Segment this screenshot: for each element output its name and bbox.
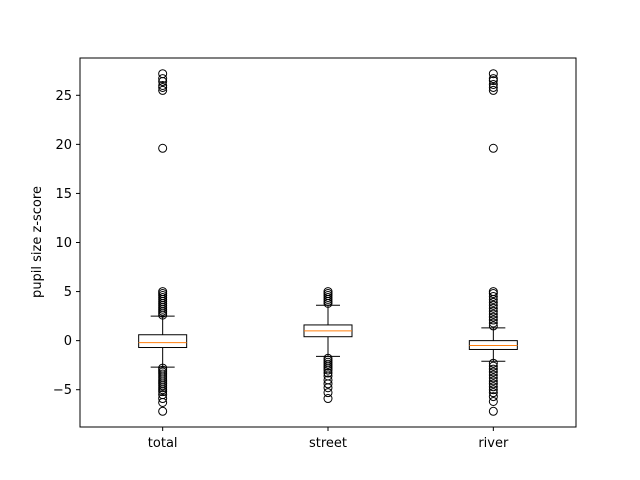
box-iqr bbox=[138, 334, 188, 349]
outlier-point bbox=[323, 368, 333, 378]
outlier-point bbox=[488, 318, 498, 328]
y-tick-label: 15 bbox=[55, 187, 72, 202]
outlier-point bbox=[488, 361, 498, 371]
outlier-point bbox=[158, 397, 168, 407]
outlier-point bbox=[488, 382, 498, 392]
outlier-point bbox=[488, 388, 498, 398]
outlier-point bbox=[488, 376, 498, 386]
outlier-point bbox=[158, 74, 168, 84]
y-tick-label: 0 bbox=[64, 334, 72, 349]
y-tick-label: 20 bbox=[55, 138, 72, 153]
y-tick-label: 25 bbox=[55, 89, 72, 104]
outlier-point bbox=[488, 406, 498, 416]
box-group-total bbox=[138, 69, 188, 416]
outlier-point bbox=[488, 385, 498, 395]
outlier-point bbox=[488, 306, 498, 316]
outlier-point bbox=[488, 143, 498, 153]
outlier-point bbox=[488, 79, 498, 89]
outlier-point bbox=[158, 80, 168, 90]
outlier-point bbox=[488, 367, 498, 377]
outlier-point bbox=[158, 387, 168, 397]
outlier-point bbox=[323, 383, 333, 393]
box-group-street bbox=[303, 287, 353, 404]
x-axis: total street river bbox=[148, 427, 509, 451]
outlier-point bbox=[488, 370, 498, 380]
outlier-point bbox=[488, 396, 498, 406]
outlier-point bbox=[323, 287, 333, 297]
outlier-point bbox=[158, 85, 168, 95]
outlier-point bbox=[488, 364, 498, 374]
x-tick-label-river: river bbox=[478, 436, 509, 451]
outlier-point bbox=[158, 394, 168, 404]
outlier-point bbox=[488, 315, 498, 325]
box-group-river bbox=[468, 69, 518, 416]
outlier-point bbox=[488, 69, 498, 79]
outlier-point bbox=[488, 291, 498, 301]
outlier-point bbox=[488, 74, 498, 84]
outlier-point bbox=[488, 321, 498, 331]
y-tick-label: −5 bbox=[53, 383, 72, 398]
x-tick-label-street: street bbox=[309, 436, 347, 451]
outlier-point bbox=[488, 379, 498, 389]
y-tick-label: 10 bbox=[55, 236, 72, 251]
outlier-point bbox=[323, 388, 333, 398]
outlier-point bbox=[158, 287, 168, 297]
x-tick-label-total: total bbox=[148, 436, 178, 451]
y-axis-label: pupil size z-score bbox=[30, 186, 45, 298]
outlier-point bbox=[158, 406, 168, 416]
outlier-point bbox=[323, 394, 333, 404]
outlier-point bbox=[323, 379, 333, 389]
outlier-point bbox=[488, 287, 498, 297]
outlier-point bbox=[158, 143, 168, 153]
outlier-point bbox=[488, 82, 498, 92]
outlier-point bbox=[488, 392, 498, 402]
outlier-point bbox=[488, 312, 498, 322]
y-axis: −5 0 5 10 15 20 25 bbox=[53, 89, 80, 398]
outlier-point bbox=[323, 365, 333, 375]
outlier-point bbox=[488, 309, 498, 319]
outlier-point bbox=[158, 69, 168, 79]
plot-area bbox=[138, 69, 518, 416]
outlier-point bbox=[488, 303, 498, 313]
outlier-point bbox=[488, 300, 498, 310]
outlier-point bbox=[488, 358, 498, 368]
outlier-point bbox=[488, 85, 498, 95]
outlier-point bbox=[488, 373, 498, 383]
y-tick-label: 5 bbox=[64, 285, 72, 300]
outlier-point bbox=[488, 297, 498, 307]
